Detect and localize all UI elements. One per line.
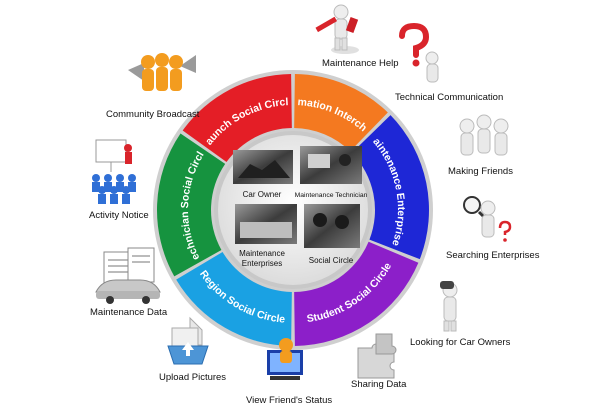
label-activity-notice: Activity Notice: [89, 210, 149, 221]
ring-segment-student: [294, 241, 419, 346]
label-social-circle: Social Circle: [309, 256, 354, 265]
label-maintenance-enterprises-2: Enterprises: [242, 259, 282, 268]
label-looking-for-car-owners: Looking for Car Owners: [410, 337, 511, 348]
computer-figure-icon: [267, 338, 303, 380]
ring-segment-maintenance-ent: [351, 115, 430, 260]
puzzle-pieces-icon: [357, 333, 397, 379]
label-maintenance-help: Maintenance Help: [322, 58, 399, 69]
binoculars-figure-icon: [440, 281, 458, 332]
label-sharing-data: Sharing Data: [351, 379, 407, 390]
question-mark-figure-icon: [399, 22, 439, 83]
magnifier-figure-icon: [463, 196, 512, 242]
label-searching-enterprises: Searching Enterprises: [446, 250, 540, 261]
label-maintenance-technician: Maintenance Technician: [295, 192, 368, 199]
ring-segment-region: [176, 251, 292, 346]
hammer-figure-icon: [315, 4, 359, 54]
label-technical-communication: Technical Communication: [395, 92, 504, 103]
group-figures-icon: [459, 114, 509, 156]
label-maintenance-enterprises-1: Maintenance: [239, 249, 285, 258]
center-photo-maintenance-enterprises: Maintenance Enterprises: [235, 204, 297, 268]
center-photo-maintenance-technician: Maintenance Technician: [295, 146, 368, 199]
ring-segment-launch: [182, 74, 292, 163]
label-car-owner: Car Owner: [243, 190, 282, 199]
label-maintenance-data: Maintenance Data: [90, 307, 168, 318]
ring-segment-technician: [157, 133, 226, 277]
scroll-upload-icon: [167, 316, 209, 365]
label-community-broadcast: Community Broadcast: [106, 109, 200, 120]
presentation-audience-icon: [92, 139, 136, 204]
center-photo-social-circle: Social Circle: [304, 204, 360, 265]
car-documents-icon: [95, 247, 161, 304]
ring-segment-information: [294, 74, 388, 152]
megaphone-figures-icon: [128, 53, 196, 91]
label-upload-pictures: Upload Pictures: [159, 372, 227, 383]
center-photo-car-owner: Car Owner: [233, 150, 293, 199]
label-making-friends: Making Friends: [448, 166, 513, 177]
label-view-friends-status: View Friend's Status: [246, 395, 333, 406]
